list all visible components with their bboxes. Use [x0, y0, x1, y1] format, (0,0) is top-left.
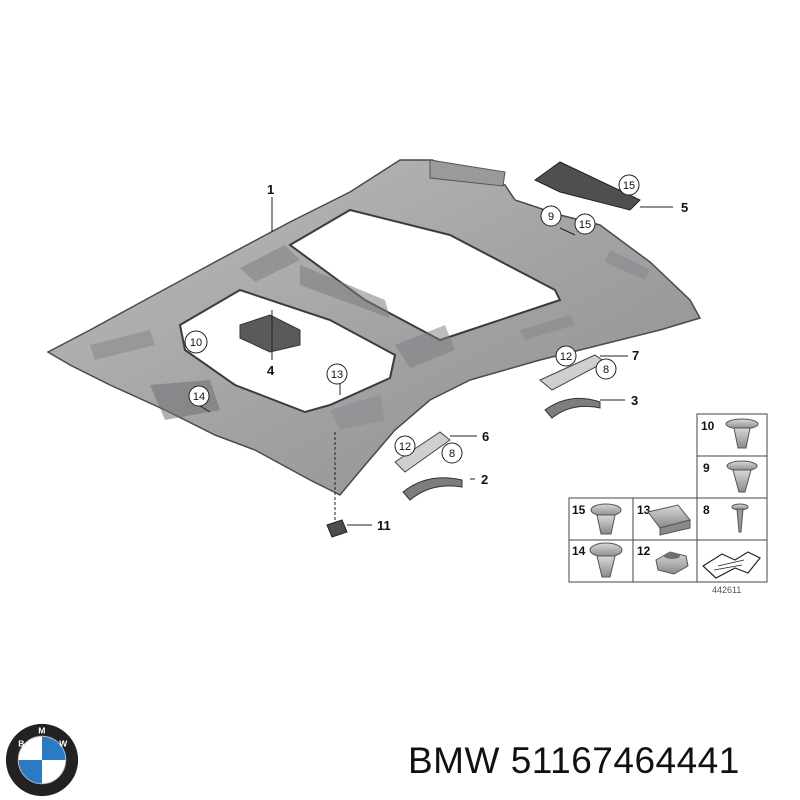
- headliner-part-1: [46, 159, 702, 496]
- callout-10: 10: [190, 337, 202, 349]
- label-4: 4: [267, 363, 275, 378]
- table-cell-8: 8: [703, 503, 710, 517]
- callout-8b: 8: [449, 448, 455, 460]
- trim-part-5: [534, 161, 641, 211]
- leader-lines: [199, 197, 673, 526]
- callout-14: 14: [193, 391, 205, 403]
- table-cell-9: 9: [703, 461, 710, 475]
- clip-icon-10: [725, 418, 759, 449]
- table-cell-13: 13: [637, 503, 651, 517]
- part-number-caption: BMW 51167464441: [408, 740, 740, 782]
- callout-13: 13: [331, 369, 343, 381]
- grab-handle-part-2: [402, 477, 463, 501]
- grab-handle-part-3: [544, 397, 601, 419]
- label-11: 11: [377, 518, 391, 533]
- svg-text:B: B: [18, 739, 24, 749]
- label-2: 2: [481, 472, 488, 487]
- callout-12a: 12: [560, 351, 572, 363]
- brand-name: BMW: [408, 740, 500, 781]
- clip-icon-14: [589, 542, 623, 578]
- callout-labels: 10 13 14 9 15 15 12 8 12 8: [190, 180, 635, 460]
- drawing-number: 442611: [712, 585, 741, 595]
- callout-15b: 15: [579, 219, 591, 231]
- label-3: 3: [631, 393, 638, 408]
- clip-icon-9: [726, 460, 758, 493]
- label-6: 6: [482, 429, 489, 444]
- part-number: 51167464441: [510, 740, 740, 781]
- table-cell-15: 15: [572, 503, 586, 517]
- bmw-logo-icon: B M W: [5, 723, 79, 797]
- callout-12b: 12: [399, 441, 411, 453]
- parts-table: 10 9 15 13 8 14 12: [568, 413, 768, 595]
- callouts: [184, 174, 640, 464]
- table-cell-10: 10: [701, 419, 715, 433]
- clip-icon-13: [647, 504, 691, 536]
- label-5: 5: [681, 200, 688, 215]
- bracket-part-6: [394, 431, 451, 473]
- table-cell-14: 14: [572, 544, 586, 558]
- clip-part-11: [326, 519, 348, 538]
- callout-8a: 8: [603, 364, 609, 376]
- callout-9: 9: [548, 211, 554, 223]
- direction-arrow-icon: [702, 551, 761, 579]
- callout-15a: 15: [623, 180, 635, 192]
- table-cell-12: 12: [637, 544, 651, 558]
- svg-text:M: M: [38, 725, 45, 735]
- part-labels: 1 4 5 7 3 6 2 11: [267, 182, 688, 533]
- cover-part-4: [239, 314, 301, 353]
- label-7: 7: [632, 348, 639, 363]
- nut-icon-12: [655, 551, 689, 575]
- clip-icon-8: [731, 503, 749, 533]
- label-1: 1: [267, 182, 274, 197]
- clip-icon-15: [590, 503, 622, 535]
- svg-text:W: W: [59, 739, 68, 749]
